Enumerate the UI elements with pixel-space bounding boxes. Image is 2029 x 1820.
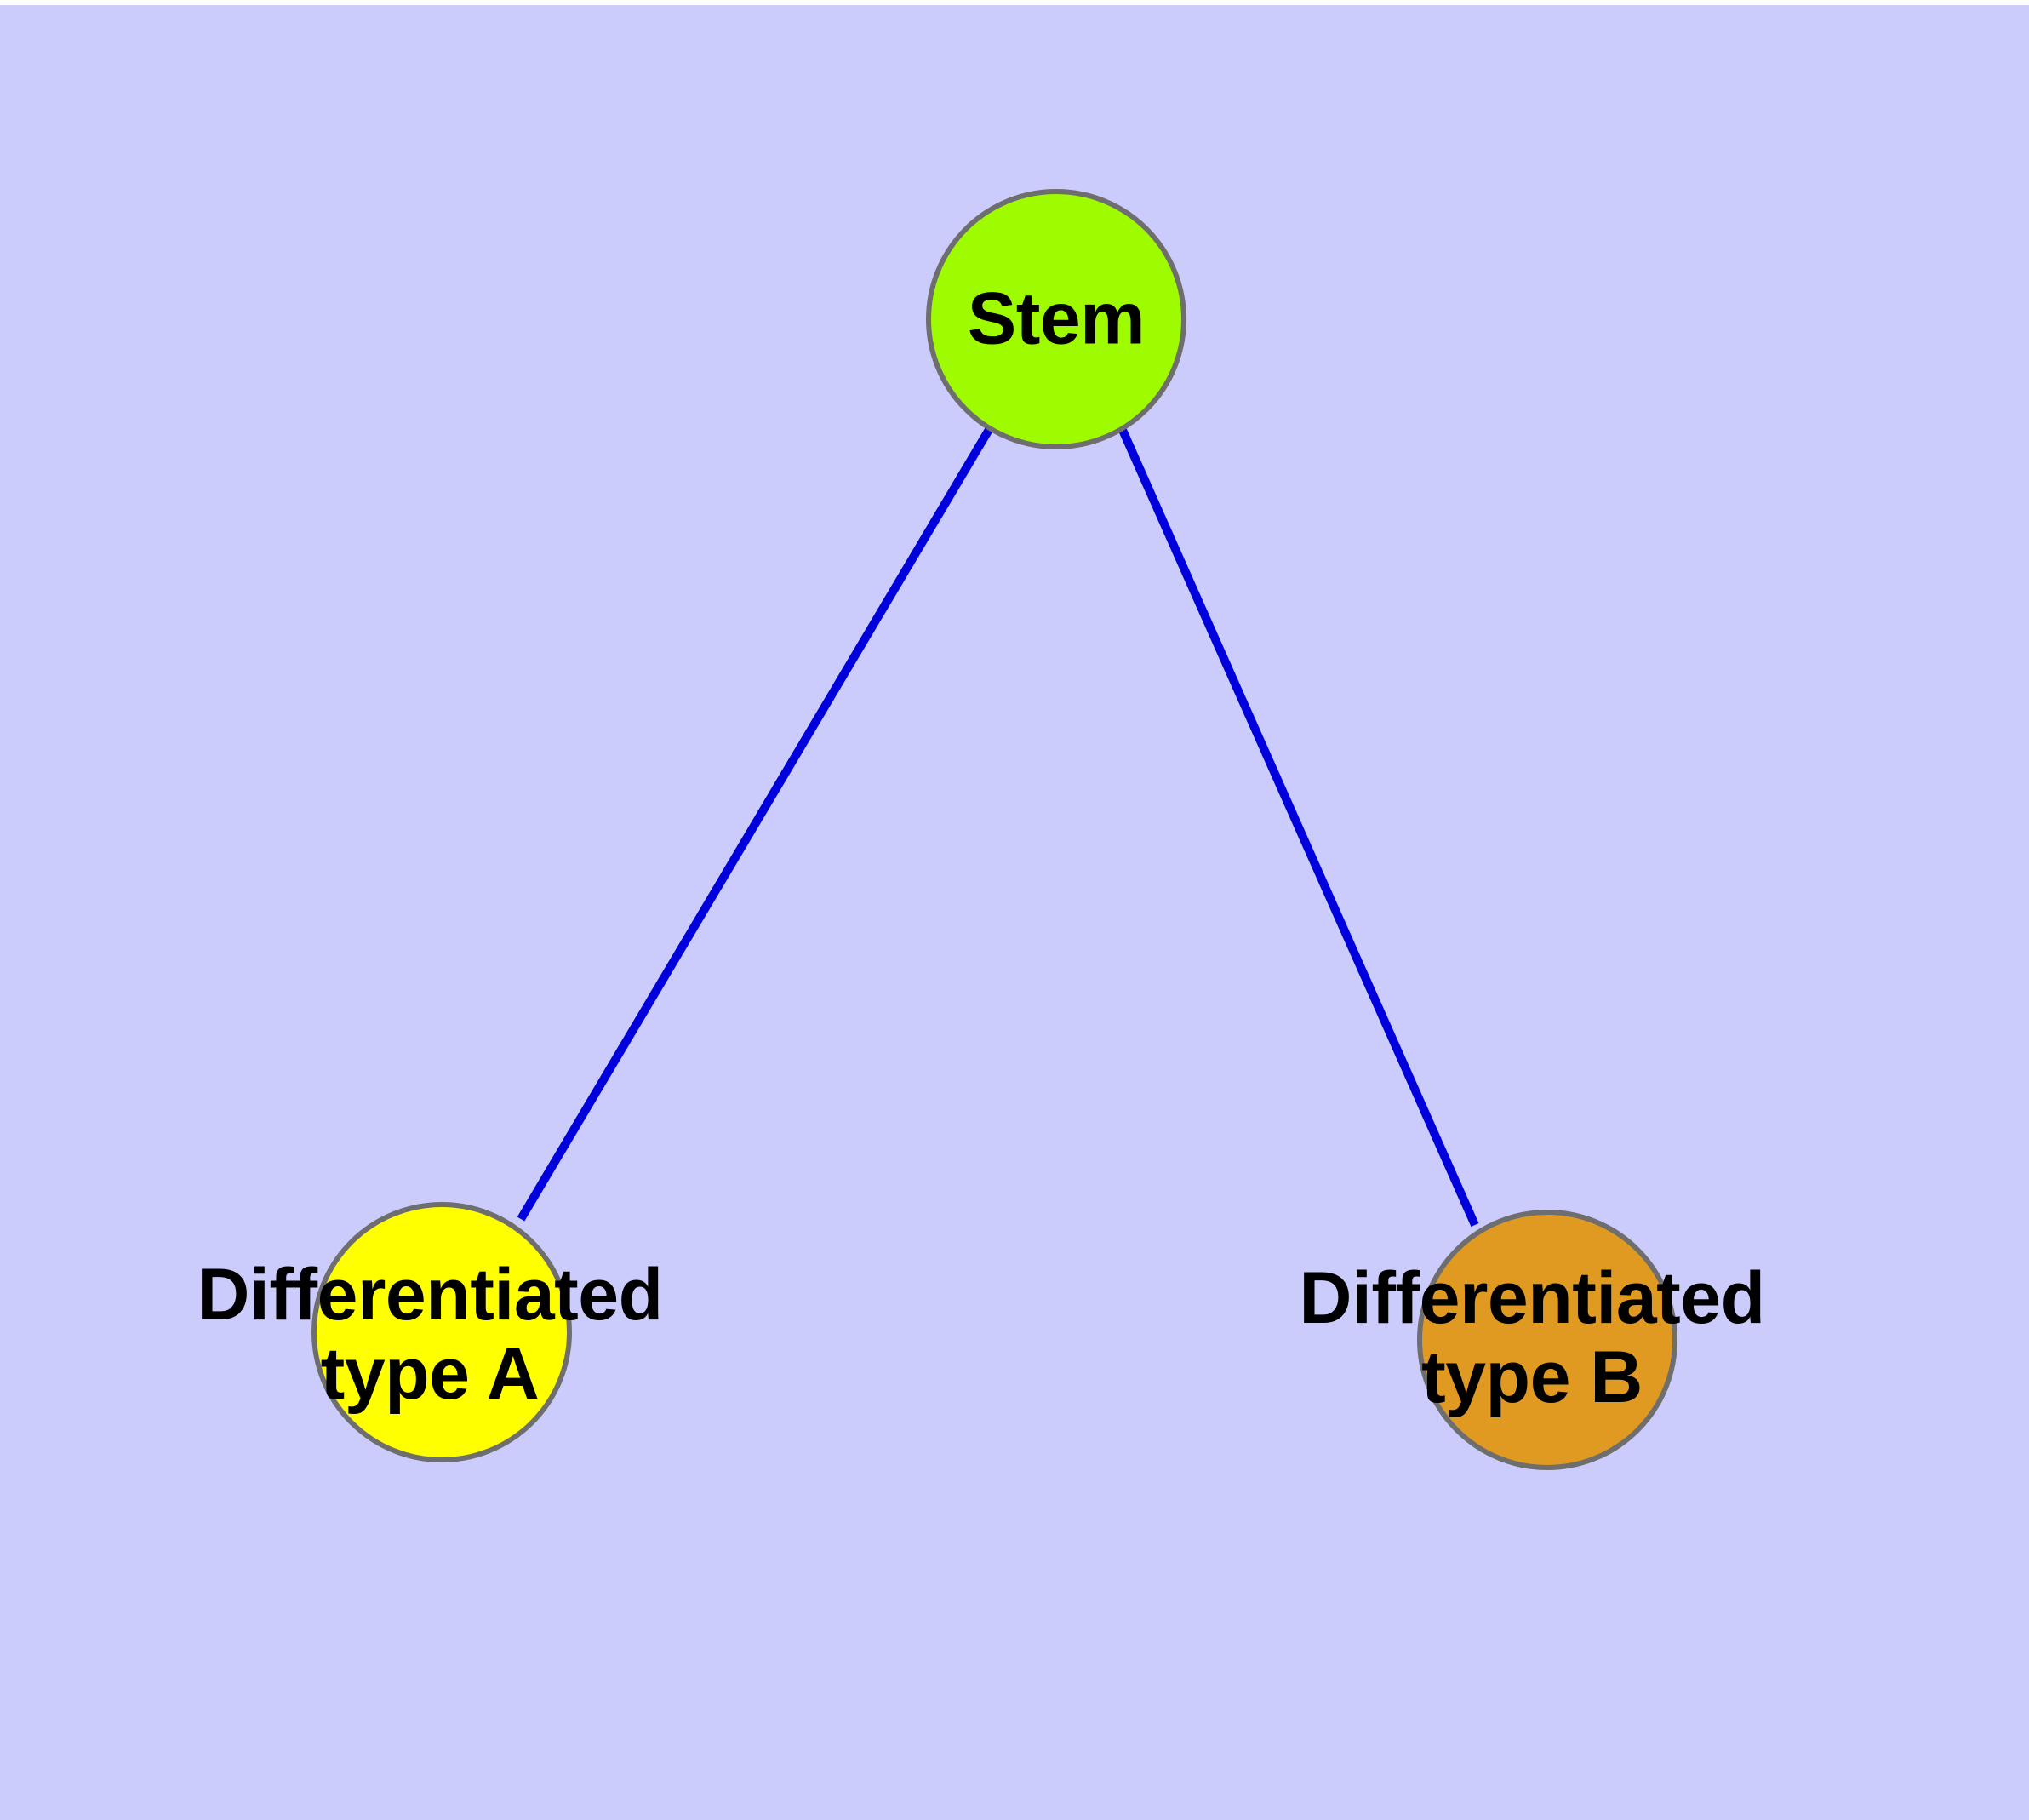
edges-layer bbox=[517, 426, 1479, 1228]
graph-node-stem[interactable] bbox=[926, 189, 1186, 449]
graph-edge-stem-diff_a[interactable] bbox=[517, 426, 994, 1222]
graph-edge-stem-diff_b[interactable] bbox=[1117, 426, 1479, 1228]
graph-node-diff_b[interactable] bbox=[1417, 1210, 1677, 1470]
nodes-layer bbox=[311, 189, 1677, 1470]
graph-node-diff_a[interactable] bbox=[311, 1202, 572, 1462]
